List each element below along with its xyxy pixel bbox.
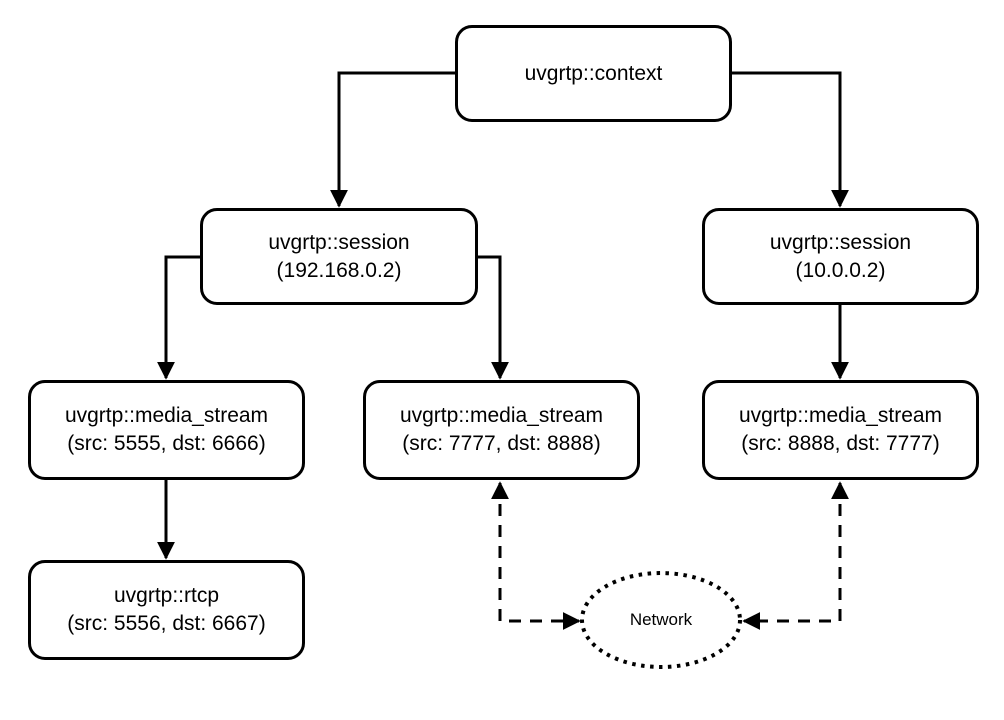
node-media-stream-left-title: uvgrtp::media_stream — [64, 404, 269, 427]
node-media-stream-mid: uvgrtp::media_stream (src: 7777, dst: 88… — [363, 380, 640, 480]
node-session-left-subtitle: (192.168.0.2) — [276, 258, 402, 282]
node-media-stream-right: uvgrtp::media_stream (src: 8888, dst: 77… — [702, 380, 979, 480]
network-ellipse — [580, 571, 742, 669]
node-rtcp: uvgrtp::rtcp (src: 5556, dst: 6667) — [28, 560, 305, 660]
connector-media-right-to-network — [742, 481, 849, 630]
node-media-stream-left: uvgrtp::media_stream (src: 5555, dst: 66… — [28, 380, 305, 480]
node-context: uvgrtp::context — [455, 25, 732, 122]
node-media-stream-left-subtitle: (src: 5555, dst: 6666) — [67, 432, 266, 455]
node-media-stream-right-title: uvgrtp::media_stream — [738, 404, 943, 427]
node-session-right: uvgrtp::session (10.0.0.2) — [702, 208, 979, 305]
connector-media-mid-to-network — [491, 481, 581, 630]
node-context-title: uvgrtp::context — [524, 61, 663, 85]
node-session-right-title: uvgrtp::session — [769, 230, 912, 254]
network-label: Network — [629, 610, 693, 629]
node-media-stream-mid-title: uvgrtp::media_stream — [399, 404, 604, 427]
node-session-left-title: uvgrtp::session — [268, 230, 410, 254]
connector-context-to-session-right — [732, 71, 849, 208]
node-media-stream-mid-subtitle: (src: 7777, dst: 8888) — [402, 432, 601, 455]
node-rtcp-subtitle: (src: 5556, dst: 6667) — [67, 612, 266, 635]
node-media-stream-right-subtitle: (src: 8888, dst: 7777) — [741, 432, 940, 455]
node-session-left: uvgrtp::session (192.168.0.2) — [200, 208, 478, 305]
connector-context-to-session-left — [330, 71, 455, 208]
node-rtcp-title: uvgrtp::rtcp — [113, 584, 220, 607]
node-session-right-subtitle: (10.0.0.2) — [795, 258, 886, 282]
connector-session-left-to-media-mid — [478, 255, 509, 380]
connector-session-left-to-media-left — [157, 255, 200, 380]
